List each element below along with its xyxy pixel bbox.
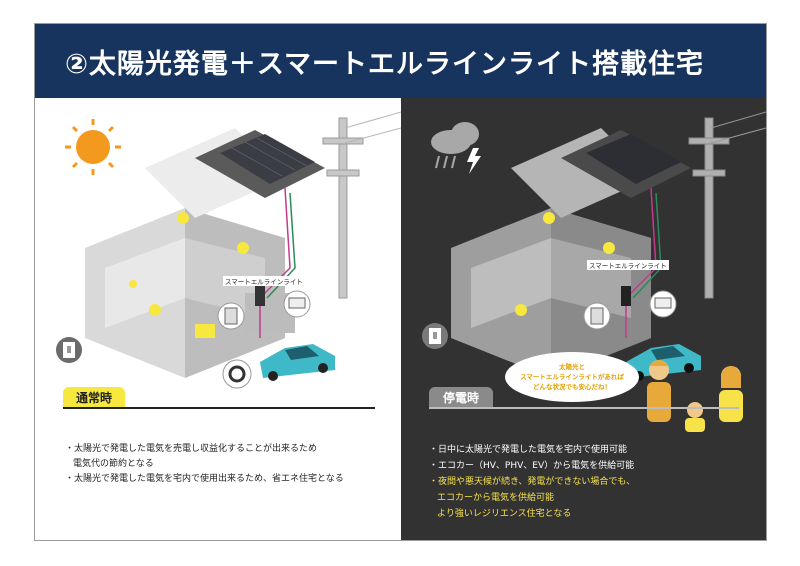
smart-el-line-light-label: スマートエルラインライト — [223, 276, 305, 286]
outage-panel: スマートエルラインライト 太陽光と スマートエルラインライトがあれば どんな状況… — [401, 98, 766, 540]
ev-car-icon — [626, 344, 701, 381]
list-item: ・エコカー（HV、PHV、EV）から電気を供給可能 — [429, 461, 635, 471]
storm-cloud-icon — [431, 122, 481, 174]
utility-pole-icon — [322, 111, 401, 299]
outage-illustration — [422, 111, 766, 432]
light-switch-icon — [56, 337, 82, 363]
house-illustration — [85, 128, 335, 389]
battery-icon — [283, 290, 311, 318]
list-item: エコカーから電気を供給可能 — [437, 493, 555, 503]
smart-el-line-light-label: スマートエルラインライト — [587, 260, 669, 270]
normal-badge: 通常時 — [63, 387, 125, 407]
outage-notes: ・日中に太陽光で発電した電気を宅内で使用可能 ・エコカー（HV、PHV、EV）か… — [429, 442, 754, 522]
light-switch-icon — [422, 323, 448, 349]
normal-panel: スマートエルラインライト 通常時 ・太陽光で発電した電気を売電し収益化することが… — [35, 98, 401, 540]
section-rule — [429, 407, 739, 409]
outage-badge: 停電時 — [429, 387, 493, 407]
utility-pole-icon — [688, 111, 766, 299]
ev-car-icon — [260, 344, 335, 381]
sun-icon — [65, 119, 121, 175]
list-item: ・太陽光で発電した電気を宅内で使用出来るため、省エネ住宅となる — [65, 474, 344, 484]
normal-illustration — [56, 111, 401, 389]
speech-bubble: 太陽光と スマートエルラインライトがあれば どんな状況でも安心だね！ — [505, 352, 639, 402]
house-illustration — [451, 128, 701, 381]
power-conditioner-icon — [217, 302, 245, 330]
list-item: ・夜間や悪天候が続き、発電ができない場合でも、 — [429, 477, 636, 487]
ev-charger-icon — [222, 359, 252, 389]
battery-icon — [649, 290, 677, 318]
section-rule — [63, 407, 375, 409]
list-item: より強いレジリエンス住宅となる — [437, 509, 572, 519]
normal-notes: ・太陽光で発電した電気を売電し収益化することが出来るため電気代の節約となる ・太… — [65, 442, 385, 487]
list-item: ・太陽光で発電した電気を売電し収益化することが出来るため電気代の節約となる — [65, 444, 318, 469]
page-title: ②太陽光発電＋スマートエルラインライト搭載住宅 — [35, 24, 766, 98]
power-conditioner-icon — [583, 302, 611, 330]
family-illustration — [647, 360, 743, 432]
list-item: ・日中に太陽光で発電した電気を宅内で使用可能 — [429, 445, 628, 455]
page-frame: ②太陽光発電＋スマートエルラインライト搭載住宅 — [34, 23, 767, 541]
